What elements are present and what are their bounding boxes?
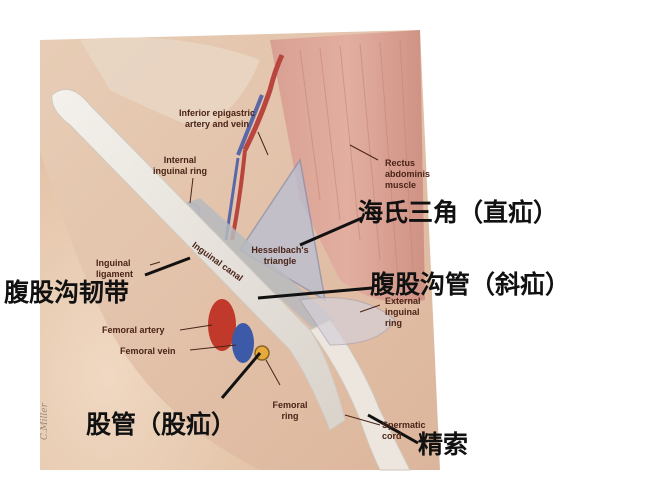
artist-signature: C.Miller	[40, 403, 50, 440]
label-inguinal-ligament: Inguinal ligament	[96, 258, 134, 279]
inferior-epigastric-artery	[242, 53, 285, 152]
external-inguinal-ring	[299, 297, 396, 346]
inferior-epigastric-vein	[236, 94, 264, 156]
label-femoral-artery: Femoral artery	[102, 325, 165, 335]
muscle-fibers	[299, 39, 415, 291]
inguinal-canal	[180, 198, 335, 335]
thigh-skin	[40, 150, 260, 470]
annotation-leaders	[144, 216, 419, 445]
label-internal-ring: Internal inguinal ring	[153, 155, 207, 176]
label-femoral-vein: Femoral vein	[120, 346, 176, 356]
label-femoral-ring: Femoral ring	[272, 400, 308, 421]
label-inferior-epigastric: Inferior epigastric artery and vein	[178, 108, 256, 129]
spermatic-cord	[309, 319, 411, 471]
label-leaders	[149, 131, 381, 426]
annotation-spermatic-cord: 精索	[418, 430, 469, 459]
femoral-vein	[232, 323, 254, 363]
inguinal-ligament	[51, 88, 346, 431]
femoral-artery	[208, 299, 236, 351]
annotation-hesselbach-direct-hernia: 海氏三角（直疝）	[358, 198, 559, 227]
rectus-abdominis-muscle	[270, 30, 425, 303]
label-rectus-abdominis: Rectus abdominis muscle	[385, 158, 431, 190]
label-external-ring: External inguinal ring	[385, 296, 421, 328]
transversalis-fascia	[80, 37, 260, 130]
label-hesselbach-triangle: Hesselbach's triangle	[251, 245, 309, 266]
label-spermatic-cord: Spermatic cord	[382, 420, 426, 441]
annotation-inguinal-canal-indirect-hernia: 腹股沟管（斜疝）	[370, 270, 571, 299]
annotation-inguinal-ligament: 腹股沟韧带	[4, 278, 130, 307]
annotation-femoral-canal-hernia: 股管（股疝）	[86, 410, 237, 439]
